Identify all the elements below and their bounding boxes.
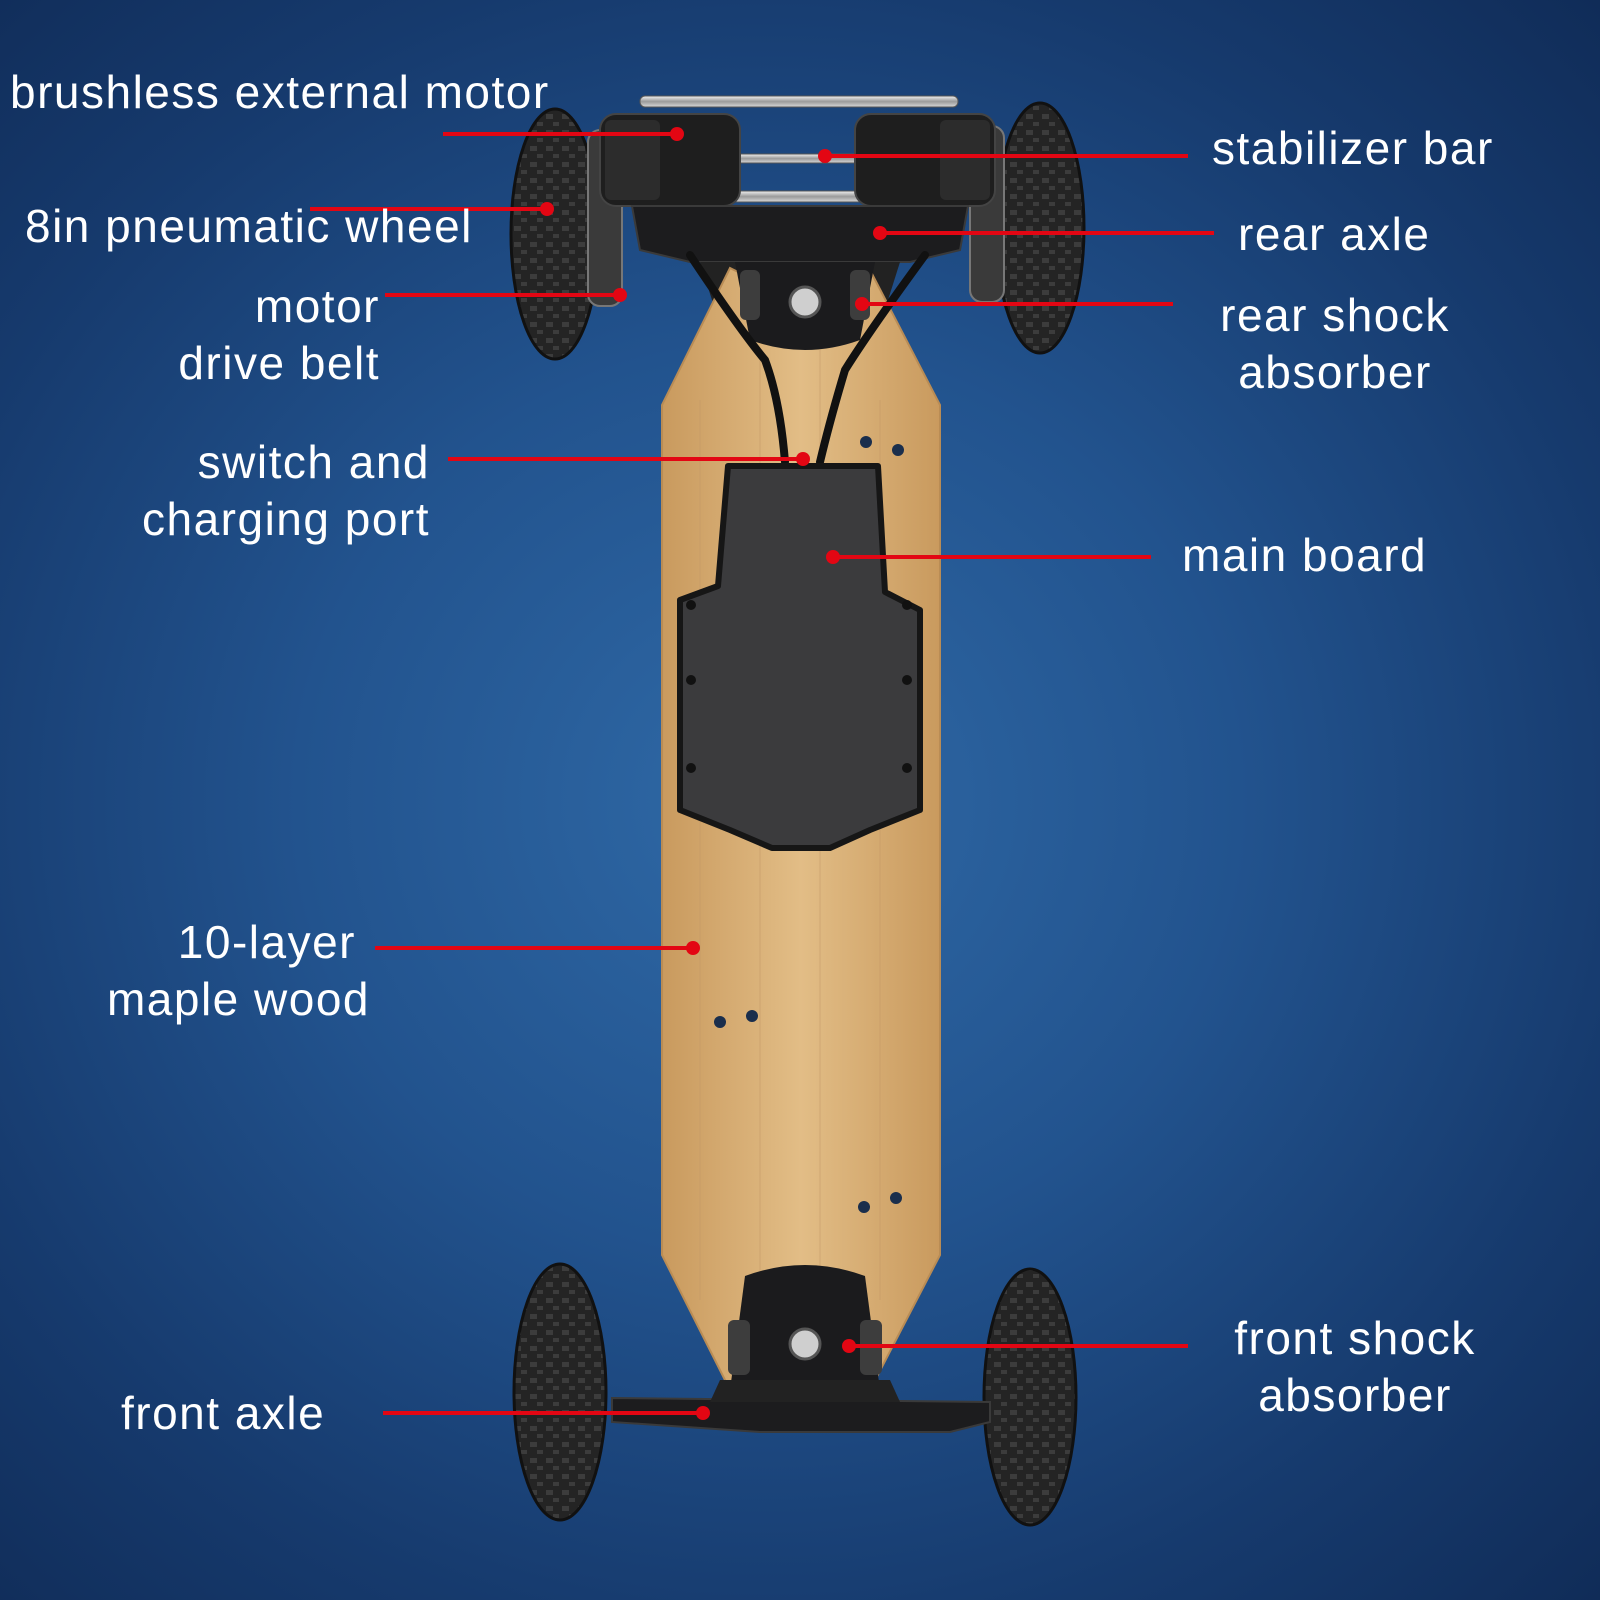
label-rear-shock-absorber: rear shock absorber [1190,287,1480,401]
cables [686,251,929,466]
label-motor-drive-belt: motor drive belt [178,278,380,392]
rear-shock-block [735,262,875,350]
battery-enclosure [677,463,923,851]
label-line: absorber [1238,346,1432,398]
label-brushless-external-motor: brushless external motor [10,66,550,118]
label-main-board: main board [1182,529,1428,581]
front-shock-block [728,1265,882,1390]
label-front-shock-absorber: front shock absorber [1205,1310,1505,1424]
label-line: charging port [142,493,430,545]
leader-dots [540,127,887,1420]
label-pneumatic-wheel: 8in pneumatic wheel [25,200,473,252]
label-front-axle: front axle [121,1387,326,1439]
leader-lines [310,132,1214,1415]
brushless-motors [599,113,996,207]
label-line: absorber [1258,1369,1452,1421]
label-stabilizer-bar: stabilizer bar [1212,122,1494,174]
front-truck [611,1380,991,1433]
label-line: 10-layer [177,916,356,968]
label-rear-axle: rear axle [1238,208,1431,260]
label-line: drive belt [178,337,380,389]
label-switch-charging-port: switch and charging port [142,434,430,548]
label-line: motor [254,280,380,332]
front-left-wheel [512,1262,608,1522]
label-line: switch and [197,436,430,488]
label-line: front shock [1234,1312,1476,1364]
mounting-holes [714,436,904,1213]
label-line: maple wood [106,973,370,1025]
label-line: rear shock [1220,289,1450,341]
front-right-wheel [982,1267,1078,1527]
label-maple-wood: 10-layer maple wood [107,914,370,1028]
